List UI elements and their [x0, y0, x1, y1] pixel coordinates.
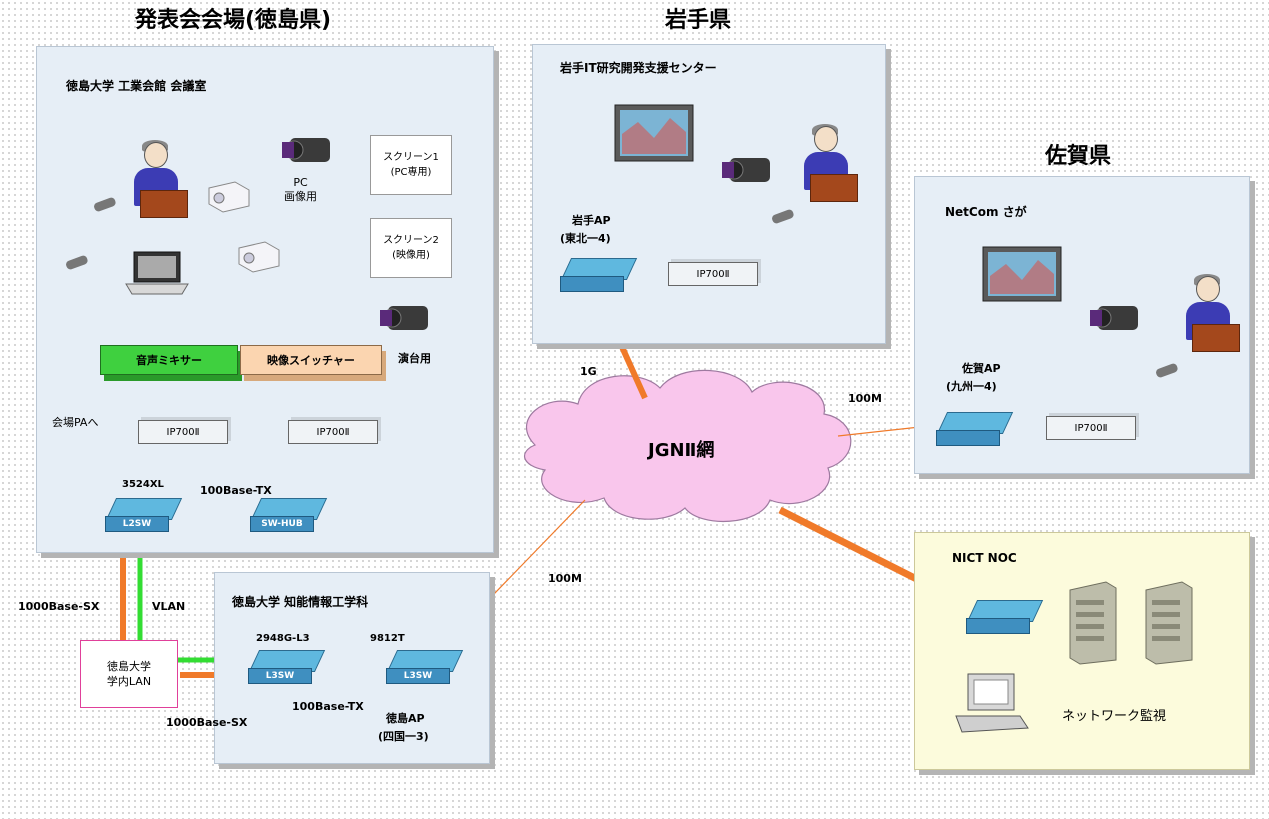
venue-pa-label: 会場PAへ	[52, 416, 99, 429]
iwate-center-title: 岩手IT研究開発支援センター	[560, 61, 717, 75]
campus-100tx-label: 100Base-TX	[292, 700, 364, 713]
lectern-camera-label: 演台用	[398, 352, 431, 365]
venue-ip700-right: IP700Ⅱ	[288, 420, 378, 444]
saga-ap-region: (九州一4)	[946, 380, 997, 393]
venue-panel	[36, 46, 494, 553]
pc-feed-label-line2: 画像用	[284, 190, 317, 203]
iwate-ap-region: (東北一4)	[560, 232, 611, 245]
microphone-icon	[1156, 363, 1178, 378]
campus-lan-label-line1: 徳島大学	[107, 660, 151, 673]
jgn-cloud-shape	[524, 369, 852, 523]
pc-feed-label: PC 画像用	[284, 176, 317, 204]
campus-model-b: 9812T	[370, 633, 405, 644]
saga-site-title: NetCom さが	[945, 205, 1027, 219]
pc-feed-label-line1: PC	[293, 176, 308, 189]
l2-switch-icon: L2SW	[105, 498, 183, 532]
noc-switch-icon	[966, 600, 1044, 634]
microphone-icon	[66, 255, 88, 270]
projector-icon	[208, 181, 250, 213]
saga-100m-label: 100M	[848, 392, 882, 405]
camcorder-icon	[282, 138, 330, 162]
camcorder-icon	[1090, 306, 1138, 330]
campus-1000sx-left-label: 1000Base-SX	[18, 600, 100, 613]
screen1-box: スクリーン1 (PC専用)	[370, 135, 452, 195]
saga-switch-icon	[936, 412, 1014, 446]
server-icon	[1069, 581, 1117, 665]
camcorder-icon	[722, 158, 770, 182]
display-icon	[982, 246, 1062, 302]
campus-dept-title: 徳島大学 知能情報工学科	[232, 595, 369, 609]
vlan-label: VLAN	[152, 600, 186, 613]
noc-title: NICT NOC	[952, 551, 1017, 565]
iwate-switch-icon	[560, 258, 638, 292]
screen1-name: スクリーン1	[383, 152, 439, 163]
screen2-box: スクリーン2 (映像用)	[370, 218, 452, 278]
audio-mixer: 音声ミキサー	[100, 345, 238, 375]
jgn-cloud-label: JGNⅡ網	[648, 440, 715, 461]
projector-icon	[238, 241, 280, 273]
saga-ap-name: 佐賀AP	[962, 362, 1001, 375]
l3-switch-icon: L3SW	[248, 650, 326, 684]
sw-hub-icon: SW-HUB	[250, 498, 328, 532]
screen1-purpose: (PC専用)	[390, 167, 432, 178]
venue-ip700-left: IP700Ⅱ	[138, 420, 228, 444]
video-switcher: 映像スイッチャー	[240, 345, 382, 375]
server-icon	[1145, 581, 1193, 665]
campus-lan-box: 徳島大学 学内LAN	[80, 640, 178, 708]
network-monitoring-label: ネットワーク監視	[1062, 709, 1167, 724]
iwate-ip700: IP700Ⅱ	[668, 262, 758, 286]
saga-region-title: 佐賀県	[1045, 144, 1112, 169]
iwate-1g-label: 1G	[580, 365, 597, 378]
microphone-icon	[94, 197, 116, 212]
tokushima-region-title: 発表会会場(徳島県)	[135, 8, 332, 33]
tokushima-ap-region: (四国一3)	[378, 730, 429, 743]
switch-model-label: 3524XL	[122, 479, 164, 490]
tokushima-ap-name: 徳島AP	[386, 712, 425, 725]
presenter-icon	[134, 140, 188, 218]
camcorder-icon	[380, 306, 428, 330]
l3-switch-b-label: L3SW	[386, 668, 450, 684]
presenter-icon	[1186, 274, 1240, 352]
saga-ip700: IP700Ⅱ	[1046, 416, 1136, 440]
workstation-icon	[955, 673, 1029, 733]
microphone-icon	[772, 209, 794, 224]
screen2-name: スクリーン2	[383, 235, 439, 246]
laptop-icon	[125, 251, 189, 295]
venue-100tx-label: 100Base-TX	[200, 484, 272, 497]
sw-hub-label: SW-HUB	[250, 516, 314, 532]
campus-lan-label-line2: 学内LAN	[106, 675, 152, 688]
l3-switch-icon: L3SW	[386, 650, 464, 684]
campus-model-a: 2948G-L3	[256, 633, 310, 644]
screen2-purpose: (映像用)	[392, 250, 430, 261]
iwate-ap-name: 岩手AP	[572, 214, 611, 227]
presenter-icon	[804, 124, 858, 202]
venue-room-title: 徳島大学 工業会館 会議室	[66, 79, 207, 93]
iwate-region-title: 岩手県	[665, 8, 732, 33]
display-icon	[614, 104, 694, 162]
l3-switch-a-label: L3SW	[248, 668, 312, 684]
campus-100m-label: 100M	[548, 572, 582, 585]
campus-1000sx-bottom-label: 1000Base-SX	[166, 716, 248, 729]
l2-switch-label: L2SW	[105, 516, 169, 532]
